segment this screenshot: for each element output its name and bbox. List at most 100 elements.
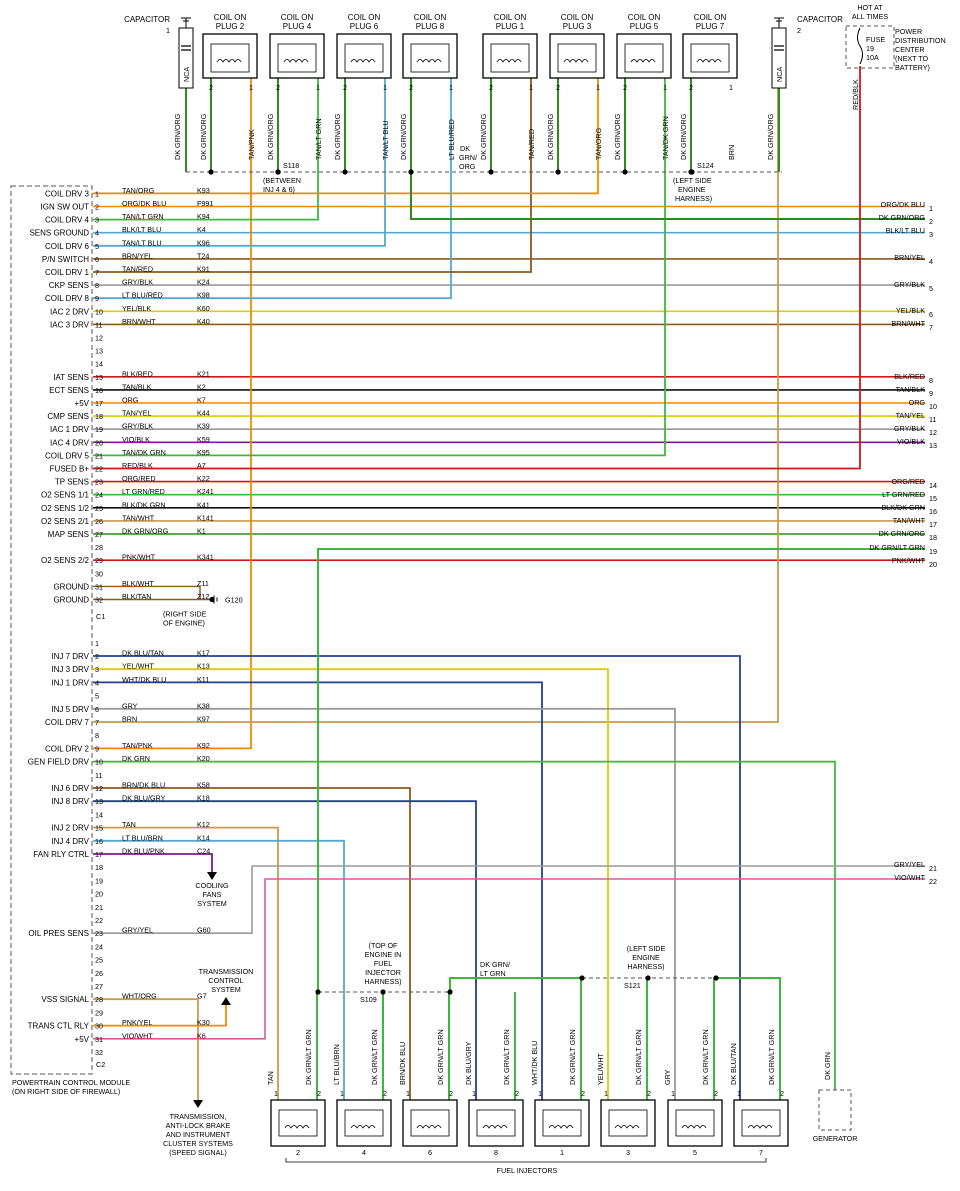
injector-wire-color: DK GRN/LT GRN	[304, 1029, 313, 1085]
c1-circuit-id: K44	[197, 409, 210, 418]
s109-location: HARNESS)	[364, 977, 401, 986]
c2-pin-function: FAN RLY CTRL	[33, 850, 89, 859]
coil-label: PLUG 3	[563, 22, 592, 31]
right-pin-number: 2	[929, 217, 933, 226]
c1-pin-function: FUSED B+	[50, 465, 90, 474]
capacitor-wire-color: DK GRN/ORG	[766, 113, 775, 160]
g120-ground	[209, 596, 215, 603]
capacitor-label: CAPACITOR	[797, 15, 843, 24]
injector-number: 5	[693, 1148, 697, 1157]
coil-terminal-body	[410, 43, 450, 73]
s118-splice	[275, 169, 281, 175]
coil-pin-number: 2	[489, 83, 493, 92]
c1-circuit-id: K40	[197, 317, 210, 326]
gen-field-wire	[93, 760, 836, 1090]
coil-driver-wire	[93, 78, 599, 195]
right-wire-color: GRY/YEL	[894, 860, 925, 869]
fuel-injector	[534, 1099, 590, 1147]
right-wire-color: BLK/LT BLU	[886, 226, 925, 235]
trans-relay-wire	[93, 1005, 227, 1027]
c1-circuit-id: T24	[197, 251, 209, 260]
coil-label: PLUG 6	[350, 22, 379, 31]
c2-pin-number: 8	[95, 731, 99, 740]
c1-pin-number: 4	[95, 229, 99, 238]
pdc-label: CENTER	[895, 45, 925, 54]
c2-pin-number: 31	[95, 1035, 103, 1044]
right-wire-color: BRN/WHT	[891, 319, 925, 328]
s124-location: ENGINE	[678, 185, 706, 194]
c1-wire-color: ORG/RED	[122, 474, 156, 483]
pdc-label: DISTRIBUTION	[895, 36, 946, 45]
right-wire-color: GRY/BLK	[894, 424, 925, 433]
c2-wire-color: PNK/YEL	[122, 1018, 152, 1027]
c1-pin-number: 9	[95, 294, 99, 303]
c1-pin-function: P/N SWITCH	[42, 255, 89, 264]
coil-label: COIL ON	[348, 13, 381, 22]
c2-pin-number: 7	[95, 718, 99, 727]
c1-wire-color: PNK/WHT	[122, 553, 156, 562]
splice-wire-color: ORG	[459, 162, 476, 171]
s118-location: INJ 4 & 6)	[263, 185, 295, 194]
c2-pin-number: 13	[95, 797, 103, 806]
arrow-down-icon	[193, 1100, 203, 1108]
c1-pin-number: 32	[95, 596, 103, 605]
injector-wire-color: YEL/WHT	[596, 1052, 605, 1085]
c1-circuit-id: K341	[197, 553, 214, 562]
c1-circuit-id: K4	[197, 225, 206, 234]
splice-dot	[315, 989, 321, 995]
c2-pin-number: 27	[95, 982, 103, 991]
c2-pin-number: 21	[95, 903, 103, 912]
c2-wire-color: LT BLU/BRN	[122, 833, 163, 842]
coil-terminal-body	[210, 43, 250, 73]
c2-pin-number: 1	[95, 639, 99, 648]
c2-circuit-id: K13	[197, 662, 210, 671]
cooling-fans-label: SYSTEM	[197, 899, 227, 908]
c1-pin-number: 11	[95, 320, 102, 329]
coil-label: PLUG 4	[283, 22, 312, 31]
s109-location: (TOP OF	[369, 941, 398, 950]
coil-wire-color: TAN/LT GRN	[314, 118, 323, 160]
injector-bracket	[285, 1158, 767, 1163]
right-pin-number: 10	[929, 402, 937, 411]
right-wire-color: TAN/BLK	[896, 385, 926, 394]
g120-label: G120	[225, 596, 243, 605]
right-pin-number: 12	[929, 428, 937, 437]
coil-on-plug	[482, 33, 538, 79]
c1-pin-function: ECT SENS	[49, 386, 89, 395]
coil-terminal-body	[490, 43, 530, 73]
ground-wire	[93, 585, 201, 600]
c2-pin-number: 25	[95, 956, 103, 965]
injector-number: 4	[362, 1148, 366, 1157]
c2-pin-function: INJ 8 DRV	[51, 797, 89, 806]
c1-circuit-id: K98	[197, 291, 210, 300]
splice-dot	[208, 169, 214, 175]
pdc-label: (NEXT TO	[895, 54, 929, 63]
c1-pin-function: IAT SENS	[53, 373, 89, 382]
coil-pin-number: 2	[623, 83, 627, 92]
coil-wire-color: DK GRN/ORG	[546, 113, 555, 160]
right-wire-color: DK GRN/ORG	[879, 529, 926, 538]
right-pin-number: 20	[929, 560, 937, 569]
splice-dot	[447, 989, 453, 995]
injector-winding	[284, 1125, 310, 1129]
coil-winding	[416, 59, 442, 63]
injector-winding	[747, 1125, 773, 1129]
c1-circuit-id: K21	[197, 369, 210, 378]
inj6-driver-wire	[93, 787, 411, 1100]
c1-wire-color: GRY/BLK	[122, 278, 153, 287]
c1-circuit-id: K39	[197, 422, 210, 431]
coil-label: PLUG 7	[696, 22, 725, 31]
c1-wire-color: VIO/BLK	[122, 435, 150, 444]
c2-circuit-id: K6	[197, 1031, 206, 1040]
c2-wire-color: VIO/WHT	[122, 1031, 153, 1040]
s118-label: S118	[283, 161, 299, 170]
coil-wire-color: DK GRN/ORG	[613, 113, 622, 160]
capacitor-label: CAPACITOR	[124, 15, 170, 24]
inj8-driver-wire	[93, 800, 477, 1100]
injector-wire-color: DK BLU/TAN	[729, 1043, 738, 1085]
inj7-driver-wire	[93, 655, 741, 1100]
injector-pin-number: 2	[581, 1089, 585, 1098]
right-wire-color: TAN/WHT	[893, 516, 926, 525]
pdc-label: BATTERY)	[895, 63, 930, 72]
c1-circuit-id: K93	[197, 186, 210, 195]
